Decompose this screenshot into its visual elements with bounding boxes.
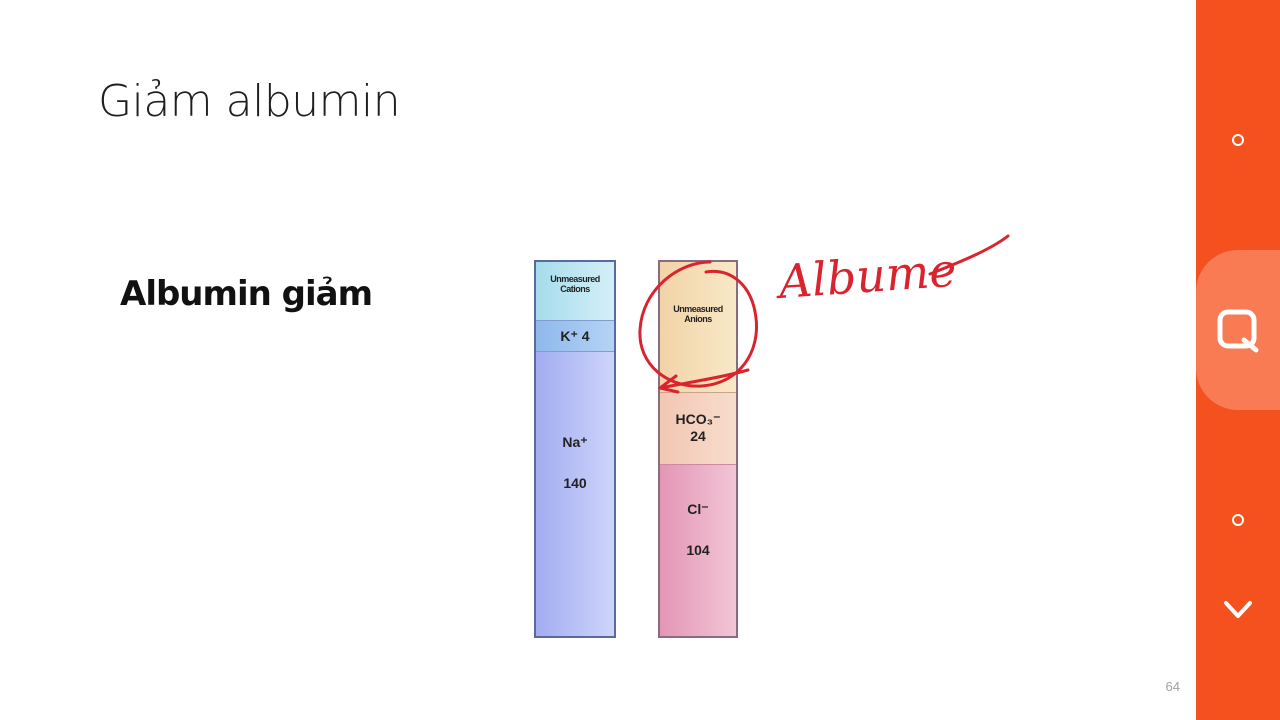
slide-title: Giảm albumin xyxy=(98,76,401,127)
unmeasured-anions-label: Unmeasured Anions xyxy=(673,304,723,324)
search-icon xyxy=(1217,309,1259,353)
ink-handwriting: Albume xyxy=(773,243,958,310)
bicarbonate-value: 24 xyxy=(690,428,706,444)
potassium-label: K⁺ 4 xyxy=(560,328,590,344)
anions-column: Unmeasured Anions HCO₃⁻ 24 Cl⁻ 104 xyxy=(658,260,738,638)
slide: Giảm albumin Albumin giảm Unmeasured Cat… xyxy=(98,76,1180,694)
bicarbonate-segment: HCO₃⁻ 24 xyxy=(660,392,736,464)
chevron-down-icon xyxy=(1224,601,1252,618)
top-circle-button[interactable] xyxy=(1196,120,1280,160)
potassium-segment: K⁺ 4 xyxy=(536,320,614,352)
chloride-label: Cl⁻ xyxy=(687,501,709,517)
sodium-value: 140 xyxy=(563,475,587,491)
chloride-segment: Cl⁻ 104 xyxy=(660,464,736,636)
cations-column: Unmeasured Cations K⁺ 4 Na⁺ 140 xyxy=(534,260,616,638)
circle-icon xyxy=(1232,514,1244,526)
bottom-circle-button[interactable] xyxy=(1196,500,1280,540)
unmeasured-cations-segment: Unmeasured Cations xyxy=(536,262,614,320)
search-button[interactable] xyxy=(1196,300,1280,360)
ink-tail xyxy=(928,234,1010,276)
unmeasured-cations-label: Unmeasured Cations xyxy=(550,274,600,294)
collapse-button[interactable] xyxy=(1196,590,1280,630)
page-number: 64 xyxy=(1165,679,1180,694)
search-button-highlight xyxy=(1196,250,1280,410)
bicarbonate-label: HCO₃⁻ xyxy=(675,411,721,427)
sodium-segment: Na⁺ 140 xyxy=(536,352,614,636)
sodium-label: Na⁺ xyxy=(562,434,588,450)
chloride-value: 104 xyxy=(686,542,710,558)
slide-subtitle: Albumin giảm xyxy=(120,274,373,314)
circle-icon xyxy=(1232,134,1244,146)
side-control-bar xyxy=(1196,0,1280,720)
unmeasured-anions-segment: Unmeasured Anions xyxy=(660,262,736,392)
